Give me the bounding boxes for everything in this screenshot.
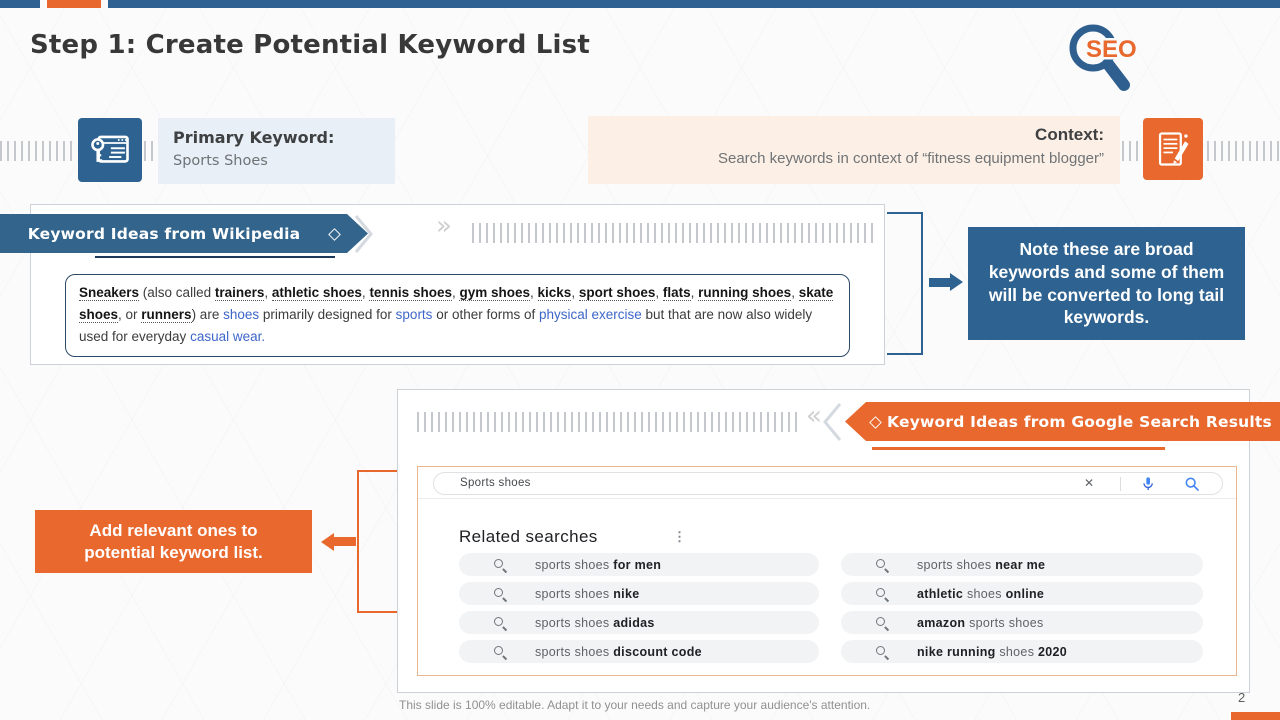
action-box: Add relevant ones to potential keyword l… — [35, 510, 312, 573]
related-search-text: sports shoes for men — [535, 557, 662, 572]
related-search-text: athletic shoes online — [917, 586, 1045, 601]
related-search-pill[interactable]: sports shoes nike — [459, 582, 819, 605]
search-icon — [493, 645, 507, 659]
search-icon — [493, 587, 507, 601]
top-accent-bar-orange — [47, 0, 101, 8]
seo-logo: SEO — [1069, 24, 1139, 91]
search-icon — [493, 558, 507, 572]
search-icon — [875, 558, 889, 572]
google-banner: Keyword Ideas from Google Search Results — [845, 402, 1280, 441]
related-search-pill[interactable]: amazon sports shoes — [841, 611, 1203, 634]
primary-keyword-box: Primary Keyword: Sports Shoes — [158, 118, 395, 184]
arrow-shaft — [334, 537, 356, 546]
double-chevron-right-icon — [436, 216, 452, 236]
corner-accent-bar — [1231, 712, 1280, 720]
google-search-bar[interactable]: Sports shoes — [433, 472, 1223, 495]
connector-line — [921, 212, 923, 355]
microphone-icon[interactable] — [1140, 476, 1156, 492]
arrow-shaft — [929, 278, 950, 287]
hatch-strip — [144, 141, 156, 161]
search-bar-divider — [1120, 477, 1121, 491]
related-search-pill[interactable]: sports shoes for men — [459, 553, 819, 576]
hatch-strip — [417, 412, 800, 432]
key-browser-icon — [91, 135, 129, 163]
google-banner-underline — [872, 447, 1165, 450]
related-searches-right-column: sports shoes near me athletic shoes onlin… — [841, 553, 1203, 663]
note-box: Note these are broad keywords and some o… — [968, 227, 1245, 340]
hatch-strip — [0, 141, 74, 161]
search-icon — [875, 587, 889, 601]
wikipedia-banner-underline — [95, 256, 335, 258]
related-search-text: sports shoes adidas — [535, 615, 655, 630]
wikipedia-banner: Keyword Ideas from Wikipedia — [0, 214, 368, 253]
context-value: Search keywords in context of “fitness e… — [717, 150, 1104, 167]
related-searches-title: Related searches — [459, 527, 598, 546]
arrow-right-icon — [950, 273, 963, 291]
related-search-text: sports shoes near me — [917, 557, 1046, 572]
wikipedia-excerpt: Sneakers (also called trainers, athletic… — [65, 274, 850, 357]
hatch-strip — [472, 223, 875, 243]
notepad-pencil-icon — [1158, 132, 1189, 166]
hatch-strip — [1207, 141, 1280, 161]
kebab-menu-icon[interactable] — [673, 529, 686, 545]
search-icon[interactable] — [1184, 476, 1200, 492]
search-divider-line — [418, 498, 1236, 499]
related-search-text: sports shoes discount code — [535, 644, 702, 659]
context-icon-tile — [1143, 118, 1203, 180]
search-query-text[interactable]: Sports shoes — [460, 477, 531, 489]
arrow-left-icon — [321, 533, 334, 551]
related-search-pill[interactable]: sports shoes discount code — [459, 640, 819, 663]
context-label: Context: — [1035, 125, 1104, 144]
wikipedia-banner-label: Keyword Ideas from Wikipedia — [27, 224, 301, 243]
search-icon — [493, 616, 507, 630]
related-search-text: nike running shoes 2020 — [917, 644, 1068, 659]
action-box-text: Add relevant ones to potential keyword l… — [84, 521, 263, 562]
related-search-text: sports shoes nike — [535, 586, 640, 601]
related-search-pill[interactable]: athletic shoes online — [841, 582, 1203, 605]
search-icon — [875, 616, 889, 630]
connector-line — [887, 212, 923, 214]
related-search-pill[interactable]: sports shoes adidas — [459, 611, 819, 634]
page-number: 2 — [1238, 690, 1246, 705]
note-box-text: Note these are broad keywords and some o… — [988, 239, 1225, 328]
primary-keyword-label: Primary Keyword: — [173, 128, 335, 147]
keyword-icon-tile — [78, 118, 142, 182]
related-search-pill[interactable]: sports shoes near me — [841, 553, 1203, 576]
close-icon[interactable] — [1084, 476, 1094, 490]
connector-line — [357, 470, 359, 613]
context-box: Context: Search keywords in context of “… — [588, 116, 1120, 184]
top-bar-gap — [40, 0, 47, 8]
primary-keyword-value: Sports Shoes — [173, 153, 268, 169]
connector-line — [357, 611, 397, 613]
connector-line — [887, 353, 923, 355]
related-search-text: amazon sports shoes — [917, 615, 1044, 630]
chevron-right-outline-icon — [354, 215, 373, 253]
connector-line — [357, 470, 397, 472]
top-accent-bar — [0, 0, 1280, 8]
hatch-strip — [1122, 141, 1140, 161]
chevron-left-outline-icon — [823, 403, 842, 441]
related-search-pill[interactable]: nike running shoes 2020 — [841, 640, 1203, 663]
top-bar-gap — [101, 0, 108, 8]
related-searches-left-column: sports shoes for men sports shoes nike spo… — [459, 553, 819, 663]
seo-logo-text: SEO — [1086, 36, 1137, 63]
google-banner-label: Keyword Ideas from Google Search Results — [887, 412, 1272, 431]
search-icon — [875, 645, 889, 659]
page-title: Step 1: Create Potential Keyword List — [30, 30, 590, 60]
google-search-mockup: Sports shoes Related searches sports sho… — [417, 466, 1237, 676]
footer-note: This slide is 100% editable. Adapt it to… — [399, 698, 871, 712]
